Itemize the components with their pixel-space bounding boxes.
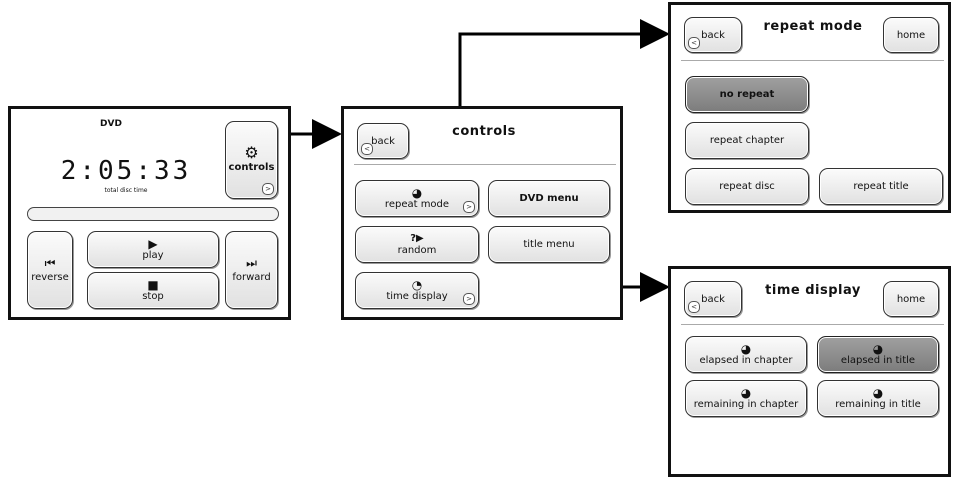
controls-label: controls bbox=[228, 162, 275, 173]
chevron-left-icon: < bbox=[688, 37, 700, 49]
elapsed-in-chapter-option[interactable]: ◕ elapsed in chapter bbox=[685, 336, 807, 373]
stop-label: stop bbox=[142, 291, 164, 302]
reverse-button[interactable]: ⏮ reverse bbox=[27, 231, 73, 309]
time-display-button[interactable]: ◔ time display > bbox=[355, 272, 479, 309]
title-menu-label: title menu bbox=[523, 239, 575, 250]
home-button[interactable]: home bbox=[883, 17, 939, 53]
skip-forward-icon: ⏭ bbox=[246, 256, 257, 270]
repeat-disc-option[interactable]: repeat disc bbox=[685, 168, 809, 205]
divider bbox=[681, 60, 944, 61]
back-label: back bbox=[701, 293, 725, 305]
time-display-label: time display bbox=[386, 291, 448, 302]
home-label: home bbox=[896, 29, 926, 41]
back-button[interactable]: back < bbox=[684, 17, 742, 53]
clock-icon: ◕ bbox=[740, 342, 752, 356]
repeat-mode-button[interactable]: ◕ repeat mode > bbox=[355, 180, 479, 217]
option-label: elapsed in title bbox=[840, 355, 916, 366]
back-label: back bbox=[701, 29, 725, 41]
repeat-mode-label: repeat mode bbox=[384, 199, 450, 210]
chevron-left-icon: < bbox=[361, 143, 373, 155]
controls-button[interactable]: ⚙ controls > bbox=[225, 121, 278, 199]
divider bbox=[681, 324, 944, 325]
chevron-right-icon: > bbox=[463, 201, 475, 213]
repeat-mode-screen: back < repeat mode home no repeat repeat… bbox=[668, 2, 951, 213]
home-label: home bbox=[896, 293, 926, 305]
title-menu-button[interactable]: title menu bbox=[488, 226, 610, 263]
no-repeat-option[interactable]: no repeat bbox=[685, 76, 809, 113]
option-label: repeat disc bbox=[719, 181, 775, 192]
gear-icon: ⚙ bbox=[244, 143, 259, 162]
option-label: elapsed in chapter bbox=[699, 355, 793, 366]
stop-icon: ■ bbox=[147, 278, 159, 292]
repeat-icon: ◕ bbox=[411, 186, 423, 200]
forward-button[interactable]: ⏭ forward bbox=[225, 231, 278, 309]
repeat-chapter-option[interactable]: repeat chapter bbox=[685, 122, 809, 159]
random-button[interactable]: ?▶ random bbox=[355, 226, 479, 263]
option-label: remaining in chapter bbox=[693, 399, 799, 410]
stop-button[interactable]: ■ stop bbox=[87, 272, 219, 309]
back-button[interactable]: back < bbox=[684, 281, 742, 317]
back-label: back bbox=[371, 135, 395, 147]
time-caption: total disc time bbox=[104, 187, 148, 194]
option-label: remaining in title bbox=[835, 399, 921, 410]
reverse-label: reverse bbox=[31, 272, 69, 283]
dvd-menu-label: DVD menu bbox=[519, 193, 579, 204]
clock-icon: ◕ bbox=[872, 386, 884, 400]
home-button[interactable]: home bbox=[883, 281, 939, 317]
screen-title: time display bbox=[765, 283, 861, 298]
random-label: random bbox=[397, 245, 437, 256]
option-label: repeat chapter bbox=[709, 135, 785, 146]
time-readout: 2:05:33 bbox=[60, 156, 192, 186]
play-icon: ▶ bbox=[148, 237, 158, 251]
option-label: repeat title bbox=[853, 181, 909, 192]
progress-bar[interactable] bbox=[27, 207, 279, 221]
chevron-right-icon: > bbox=[262, 183, 274, 195]
clock-icon: ◔ bbox=[411, 278, 423, 292]
repeat-title-option[interactable]: repeat title bbox=[819, 168, 943, 205]
divider bbox=[354, 164, 616, 165]
remaining-in-title-option[interactable]: ◕ remaining in title bbox=[817, 380, 939, 417]
chevron-right-icon: > bbox=[463, 293, 475, 305]
option-label: no repeat bbox=[719, 89, 775, 100]
back-button[interactable]: back < bbox=[357, 123, 409, 159]
main-screen: DVD 2:05:33 total disc time ⚙ controls >… bbox=[8, 106, 291, 320]
time-display-screen: back < time display home ◕ elapsed in ch… bbox=[668, 266, 951, 477]
elapsed-in-title-option[interactable]: ◕ elapsed in title bbox=[817, 336, 939, 373]
remaining-in-chapter-option[interactable]: ◕ remaining in chapter bbox=[685, 380, 807, 417]
controls-screen: back < controls ◕ repeat mode > DVD menu… bbox=[341, 106, 623, 320]
chevron-left-icon: < bbox=[688, 301, 700, 313]
skip-back-icon: ⏮ bbox=[44, 256, 56, 270]
clock-icon: ◕ bbox=[740, 386, 752, 400]
screen-title: controls bbox=[452, 124, 516, 139]
clock-icon: ◕ bbox=[872, 342, 884, 356]
play-label: play bbox=[142, 250, 164, 261]
screen-title: repeat mode bbox=[763, 19, 863, 34]
shuffle-icon: ?▶ bbox=[410, 233, 424, 244]
forward-label: forward bbox=[232, 272, 271, 283]
dvd-menu-button[interactable]: DVD menu bbox=[488, 180, 610, 217]
play-button[interactable]: ▶ play bbox=[87, 231, 219, 268]
source-label: DVD bbox=[100, 119, 122, 129]
